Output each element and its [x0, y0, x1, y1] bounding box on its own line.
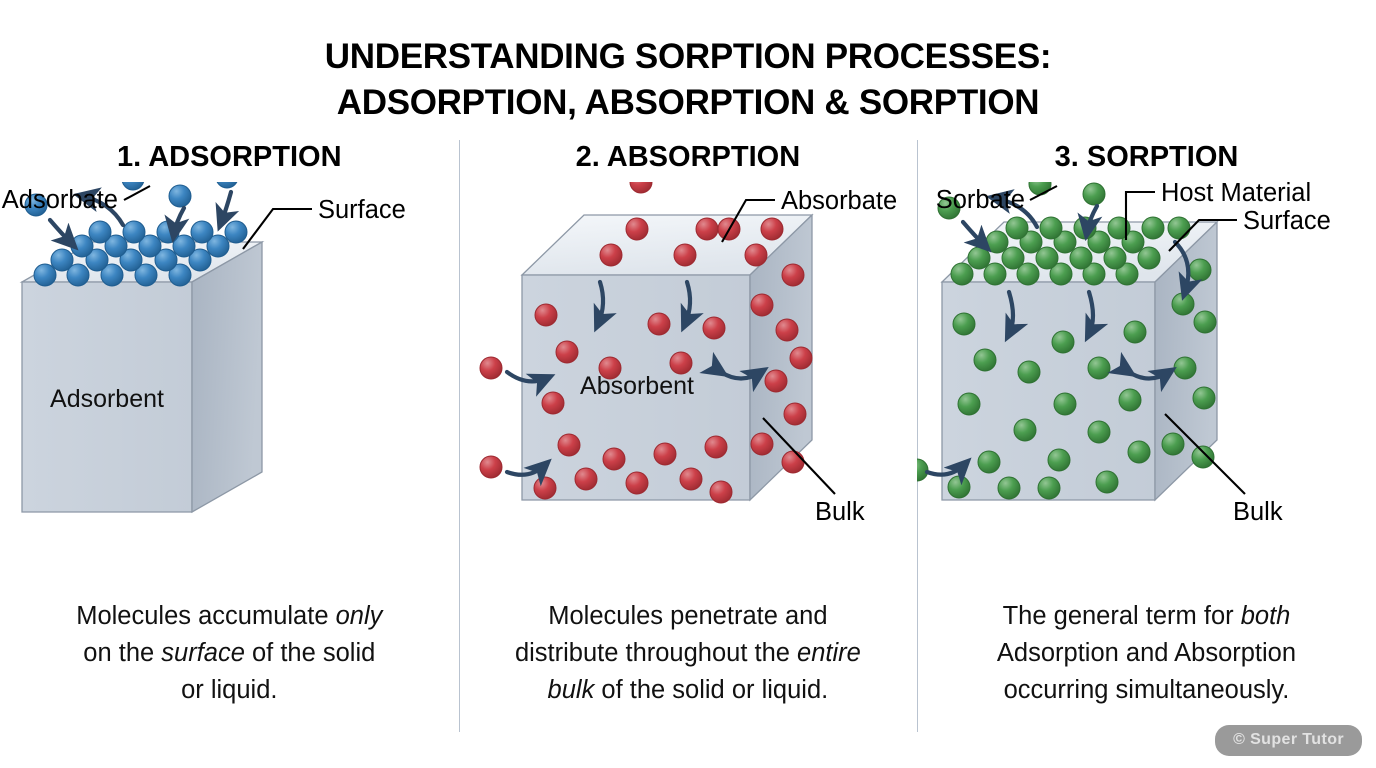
divider-left-2 [458, 140, 460, 732]
bulk-label: Bulk [1233, 498, 1283, 526]
callout-bulk: Bulk [1164, 413, 1283, 526]
host-material-label: Host Material [1161, 182, 1311, 207]
title-line-1: UNDERSTANDING SORPTION PROCESSES: [324, 37, 1052, 76]
bulk-molecules-group [947, 312, 1151, 500]
free-molecules-group [917, 182, 1106, 482]
panel-absorption: 2. ABSORPTION [458, 132, 918, 742]
title-line-2: ADSORPTION, ABSORPTION & SORPTION [336, 83, 1040, 122]
top-face-molecules-group [599, 217, 784, 267]
cube-label-adsorbent: Adsorbent [50, 385, 164, 413]
flow-arrows-group [504, 279, 769, 487]
figure-adsorption: Adsorbent [0, 182, 459, 582]
callout-bulk: Bulk [761, 417, 865, 526]
surface-molecules-group [950, 216, 1191, 286]
panels-container: 1. ADSORPTION [0, 132, 1376, 742]
figure-sorption: Sorbate Host Material Surface [917, 182, 1376, 582]
panel-adsorption: 1. ADSORPTION [0, 132, 459, 742]
callout-adsorbate: Adsorbate [2, 185, 151, 214]
sorbate-label: Sorbate [936, 186, 1025, 214]
page-title: UNDERSTANDING SORPTION PROCESSES: ADSORP… [0, 34, 1376, 126]
panel-heading-sorption: 3. SORPTION [1054, 141, 1239, 173]
side-face-molecules-group [750, 263, 813, 474]
divider-left-3 [917, 140, 919, 732]
absorbate-label: Absorbate [781, 187, 897, 215]
callout-surface: Surface [1168, 207, 1331, 252]
flow-arrows-group [925, 189, 1203, 486]
flow-arrows-group [47, 187, 240, 251]
callout-surface: Surface [242, 196, 406, 250]
callout-host-material: Host Material [1125, 182, 1311, 241]
cube-label-absorbent: Absorbent [580, 372, 694, 400]
panel-sorption: 3. SORPTION [917, 132, 1376, 742]
free-molecules-group [479, 182, 653, 479]
surface-label: Surface [318, 196, 406, 224]
free-molecules-group [24, 182, 238, 217]
bulk-label: Bulk [815, 498, 865, 526]
figure-absorption: Absorbent [459, 182, 918, 582]
panel-heading-adsorption: 1. ADSORPTION [117, 141, 342, 173]
adsorbate-label: Adsorbate [2, 186, 118, 214]
callout-absorbate: Absorbate [720, 187, 897, 243]
panel-heading-absorption: 2. ABSORPTION [575, 141, 801, 173]
watermark-badge: © Super Tutor [1215, 725, 1362, 756]
callout-sorbate: Sorbate [936, 185, 1058, 214]
side-face-molecules-group [1161, 258, 1217, 469]
surface-label: Surface [1243, 207, 1331, 235]
